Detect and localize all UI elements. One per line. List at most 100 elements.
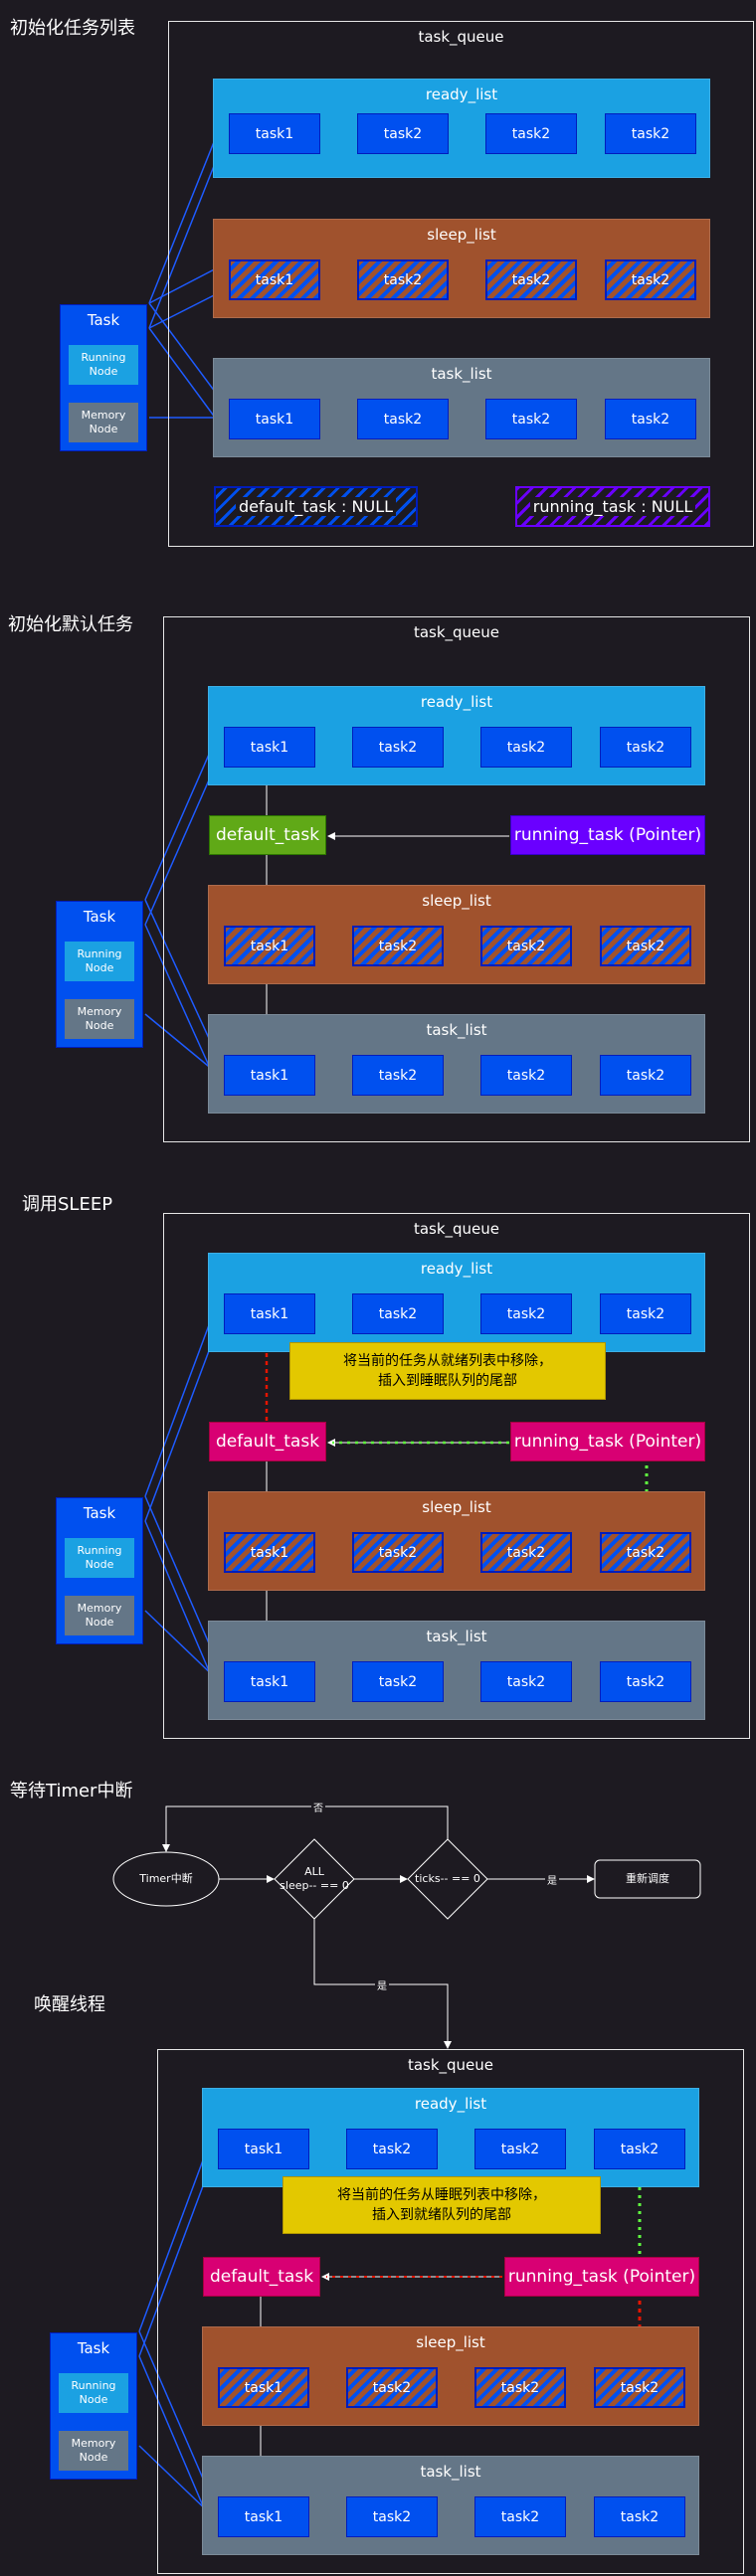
sleep-list: sleep_list task1 task2 task2 task2 [208,885,705,984]
section-title: 唤醒线程 [34,1994,105,2015]
sleeping-task-node: task2 [605,259,696,300]
sleep-list-title: sleep_list [422,892,491,910]
task-node: task1 [229,113,320,154]
running-node: Running Node [65,1538,134,1578]
edge-label-yes: 是 [545,1872,559,1887]
sleeping-task-node: task2 [485,259,577,300]
default-task-label: default_task [203,2257,320,2297]
sleeping-task-node: task2 [600,926,691,966]
task-node: task2 [594,2496,685,2537]
task-struct: Task Running Node Memory Node [56,1497,143,1644]
sleeping-task-node: task2 [352,1532,444,1573]
task-node: task2 [480,1055,572,1096]
task-node: task1 [224,1661,315,1702]
sleeping-task-node: task2 [352,926,444,966]
task-list: task_list task1 task2 task2 task2 [208,1014,705,1114]
section-title: 初始化任务列表 [10,18,135,39]
default-task-null-label: default_task : NULL [235,497,397,516]
memory-node: Memory Node [65,999,134,1039]
task-node: task2 [474,2496,566,2537]
task-list-title: task_list [431,365,492,383]
sleeping-task-node: task2 [474,2367,566,2408]
task-queue-frame: task_queue [157,2049,744,2574]
task-queue-title: task_queue [413,1220,500,1238]
task-node: task2 [600,1055,691,1096]
task-list: task_list task1 task2 task2 task2 [202,2456,699,2555]
running-node: Running Node [65,942,134,981]
sleep-list: sleep_list task1 task2 task2 task2 [202,2326,699,2426]
sleep-explanation-note: 将当前的任务从就绪列表中移除， 插入到睡眠队列的尾部 [289,1342,606,1400]
default-task-label: default_task [209,815,326,855]
task-node: task2 [600,1293,691,1334]
flowchart-shapes [112,1805,701,2049]
sleep-list-title: sleep_list [427,226,496,244]
ready-list-title: ready_list [420,693,493,711]
sleep-list: sleep_list task1 task2 task2 task2 [208,1491,705,1591]
sleep-list-title: sleep_list [416,2333,485,2351]
running-task-pointer: running_task (Pointer) [510,1422,705,1461]
reschedule-label: 重新调度 [626,1872,669,1885]
memory-node: Memory Node [59,2431,128,2471]
running-node: Running Node [69,345,138,385]
task-node: task2 [605,399,696,439]
timer-interrupt-label: Timer中断 [139,1872,193,1885]
ready-list-title: ready_list [420,1260,493,1278]
task-node: task2 [600,727,691,768]
sleeping-task-node: task1 [224,1532,315,1573]
section-title: 调用SLEEP [22,1194,113,1215]
task-node: task2 [352,1055,444,1096]
sleeping-task-node: task1 [229,259,320,300]
task-node: task1 [218,2129,309,2169]
task-node: task2 [480,727,572,768]
sleeping-task-node: task2 [346,2367,438,2408]
task-list-title: task_list [426,1021,487,1039]
default-task-null-box: default_task : NULL [214,486,418,527]
sleeping-task-node: task2 [594,2367,685,2408]
task-node: task2 [352,1293,444,1334]
sleeping-task-node: task1 [224,926,315,966]
task-queue-title: task_queue [418,28,504,46]
task-node: task1 [224,727,315,768]
task-struct-title: Task [87,311,120,329]
task-node: task1 [229,399,320,439]
sleep-list: sleep_list task1 task2 task2 task2 [213,219,710,318]
ready-list: ready_list task1 task2 task2 task2 [208,1253,705,1352]
task-queue-frame: task_queue [168,21,754,547]
task-node: task2 [357,399,449,439]
task-list: task_list task1 task2 task2 task2 [208,1621,705,1720]
task-node: task1 [224,1293,315,1334]
running-task-null-label: running_task : NULL [529,497,696,516]
task-node: task2 [357,113,449,154]
ready-list: ready_list task1 task2 task2 task2 [208,686,705,785]
task-struct: Task Running Node Memory Node [60,304,147,451]
task-struct-title: Task [83,1504,116,1522]
ready-list-title: ready_list [425,86,498,103]
running-node: Running Node [59,2373,128,2413]
task-queue-frame: task_queue [163,1213,750,1739]
task-node: task2 [605,113,696,154]
task-struct-title: Task [83,908,116,926]
task-node: task2 [600,1661,691,1702]
sleeping-task-node: task2 [600,1532,691,1573]
task-list-title: task_list [420,2463,481,2481]
section-title: 等待Timer中断 [10,1781,133,1802]
task-node: task2 [594,2129,685,2169]
ready-list: ready_list task1 task2 task2 task2 [202,2088,699,2187]
wake-explanation-note: 将当前的任务从睡眠列表中移除， 插入到就绪队列的尾部 [283,2176,601,2234]
sleeping-task-node: task2 [480,1532,572,1573]
task-node: task2 [485,399,577,439]
task-struct: Task Running Node Memory Node [56,901,143,1048]
section-title: 初始化默认任务 [8,614,133,635]
running-task-null-box: running_task : NULL [515,486,710,527]
memory-node: Memory Node [69,403,138,442]
sleeping-task-node: task1 [218,2367,309,2408]
task-node: task2 [474,2129,566,2169]
edge-label-no: 否 [311,1800,325,1814]
task-node: task1 [218,2496,309,2537]
edge-label-yes: 是 [375,1977,389,1992]
task-list-title: task_list [426,1628,487,1645]
sleep-list-title: sleep_list [422,1498,491,1516]
task-queue-title: task_queue [407,2056,494,2074]
task-node: task2 [485,113,577,154]
running-task-pointer: running_task (Pointer) [510,815,705,855]
